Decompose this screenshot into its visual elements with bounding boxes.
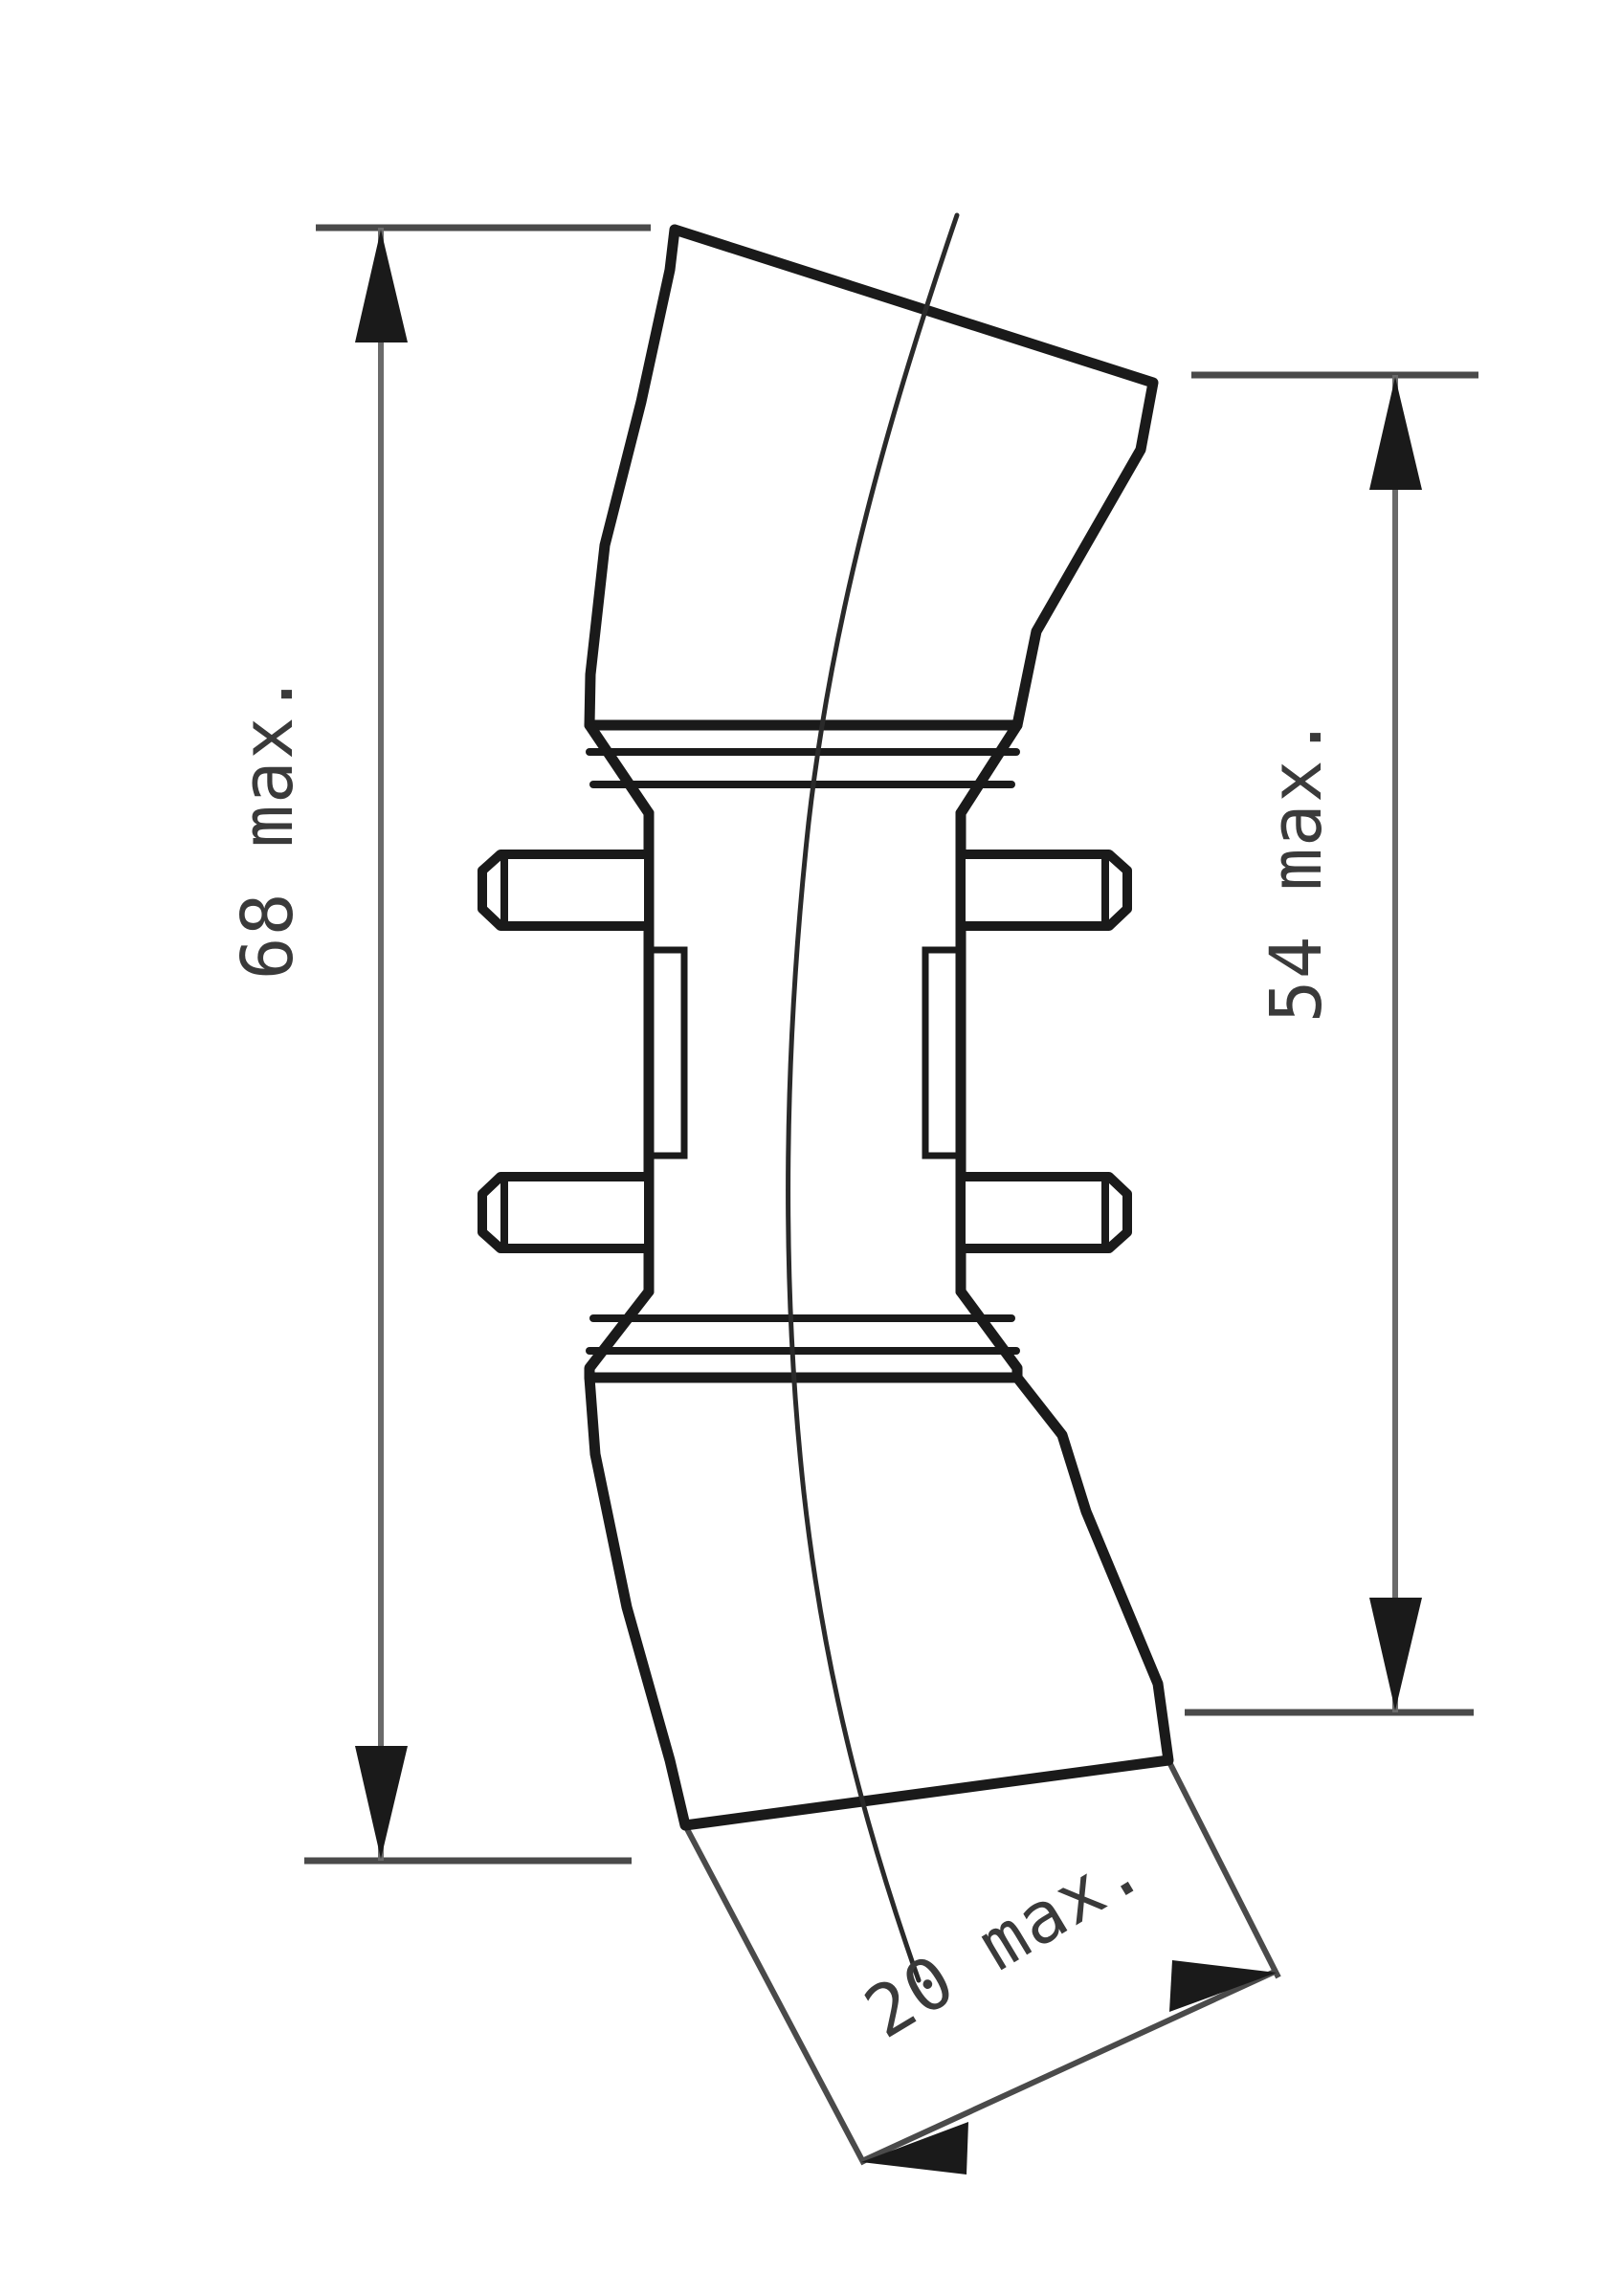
arrowhead-diagonal-upper-right — [1169, 1960, 1277, 2012]
arrowhead-up-right — [1369, 377, 1422, 490]
slot-right — [922, 946, 961, 1159]
dimension-label-overall-height: 68 max. — [227, 671, 309, 981]
pin-upper-right — [956, 850, 1132, 931]
slots-group — [649, 946, 961, 1159]
extension-line-diagonal-upper — [1166, 1758, 1281, 1979]
pin-upper-left — [478, 850, 654, 931]
arrowhead-up-left — [355, 230, 408, 342]
extension-line-diagonal-lower — [682, 1823, 867, 2166]
arrowhead-diagonal-lower-left — [861, 2122, 968, 2175]
dimension-blade-width — [682, 1758, 1281, 2175]
lower-collar-chamfer-left — [584, 1286, 655, 1383]
dimension-overall-height — [304, 224, 651, 1865]
dimension-body-height — [1185, 371, 1478, 1716]
pin-lower-left — [478, 1172, 654, 1253]
slot-left — [649, 946, 688, 1159]
dimension-line-diagonal — [862, 1969, 1277, 2163]
arrowhead-down-left — [355, 1746, 408, 1859]
centerline — [786, 212, 960, 1983]
lower-blade — [584, 1372, 1174, 1831]
dimension-label-body-height: 54 max. — [1255, 714, 1338, 1024]
pin-lower-right — [956, 1172, 1132, 1253]
upper-blade — [584, 224, 1159, 731]
pins-group — [478, 850, 1132, 1253]
lower-collar-chamfer-right — [955, 1286, 1023, 1383]
arrowhead-down-right — [1369, 1598, 1422, 1711]
